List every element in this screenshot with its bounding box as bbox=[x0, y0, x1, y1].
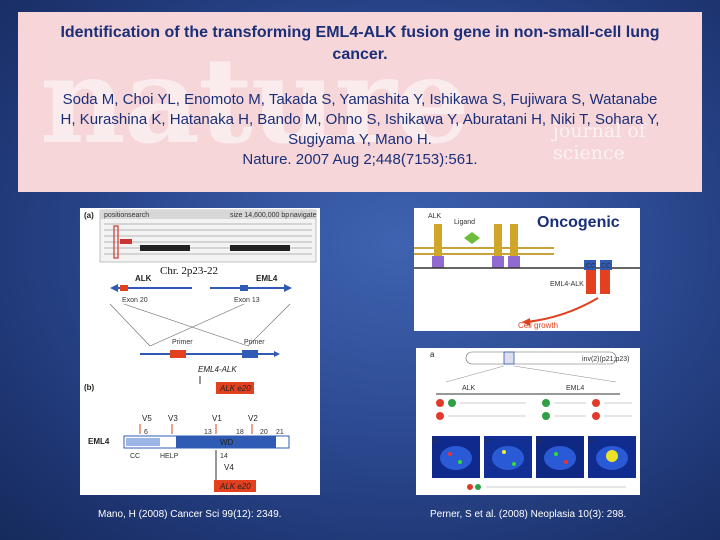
fish-label-d: d bbox=[538, 438, 542, 445]
cc-domain-1: CC bbox=[586, 263, 596, 270]
alk-gene-label: ALK bbox=[135, 274, 152, 283]
fish-svg: a inv(2)(p21;p23) ALK EML4 b c d e bbox=[430, 350, 636, 490]
exon14-label: 14 bbox=[220, 453, 228, 460]
fusion-label: EML4-ALK bbox=[198, 365, 237, 374]
oncogenic-label: Oncogenic bbox=[537, 214, 620, 231]
exon-number-21: 21 bbox=[276, 429, 284, 436]
figure-fish-analysis: a inv(2)(p21;p23) ALK EML4 b c d e bbox=[416, 348, 640, 495]
alk-e20-label: ALK e20 bbox=[219, 384, 251, 393]
figure-eml4-alk-schematic: (a) positionsearch size 14,600,000 bp na… bbox=[80, 208, 320, 495]
variant-v4: V4 bbox=[224, 463, 234, 472]
genome-tracks bbox=[104, 223, 312, 255]
exon-number-13: 13 bbox=[204, 429, 212, 436]
chromosome-label: Chr. 2p23-22 bbox=[160, 265, 218, 277]
exon-number-6: 6 bbox=[144, 429, 148, 436]
exon-number-18: 18 bbox=[236, 429, 244, 436]
alk-exon-label: Exon 20 bbox=[122, 297, 148, 304]
fish-panel-a: a bbox=[430, 350, 435, 359]
nature-watermark: nature bbox=[40, 31, 470, 170]
eml4-gene-label: EML4 bbox=[256, 274, 278, 283]
figure-oncogenic-signaling: ALK Ligand CC CC EML4-ALK Cell growth bbox=[414, 208, 640, 331]
fish-eml4-label: EML4 bbox=[566, 385, 584, 392]
schematic-svg: (a) positionsearch size 14,600,000 bp na… bbox=[84, 209, 317, 492]
toolbar-size: size 14,600,000 bp bbox=[230, 212, 289, 219]
article-header: nature journal of science Identification… bbox=[18, 12, 702, 192]
cell-growth-label: Cell growth bbox=[518, 321, 558, 330]
left-figure-caption: Mano, H (2008) Cancer Sci 99(12): 2349. bbox=[98, 509, 282, 520]
author-list: Soda M, Choi YL, Enomoto M, Takada S, Ya… bbox=[60, 91, 660, 148]
exon-number-20: 20 bbox=[260, 429, 268, 436]
variant-v5: V5 bbox=[142, 414, 152, 423]
signaling-svg: ALK Ligand CC CC EML4-ALK Cell growth bbox=[414, 213, 640, 330]
variant-markers: V5 V3 V1 V2 bbox=[139, 414, 258, 434]
ligand-label: Ligand bbox=[454, 219, 475, 226]
primer-left-label: Primer bbox=[172, 339, 193, 346]
primer-right-label: Primer bbox=[244, 339, 265, 346]
citation: Nature. 2007 Aug 2;448(7153):561. bbox=[242, 151, 478, 168]
toolbar-navigate: navigate bbox=[290, 212, 317, 219]
fusion-protein-label: EML4-ALK bbox=[550, 281, 584, 288]
fish-label-c: c bbox=[486, 438, 490, 445]
chrom-label: inv(2)(p21;p23) bbox=[582, 356, 629, 363]
chromosome-ideogram bbox=[465, 351, 617, 365]
alk-e20-box bbox=[216, 382, 254, 394]
fish-alk-label: ALK bbox=[462, 385, 476, 392]
article-title: Identification of the transforming EML4-… bbox=[60, 24, 660, 63]
alk-e20-bottom-label: ALK e20 bbox=[219, 482, 251, 491]
eml4-bar-label: EML4 bbox=[88, 437, 110, 446]
watermark-subtitle: journal of science bbox=[553, 120, 646, 164]
toolbar-search: positionsearch bbox=[104, 212, 149, 219]
cc-domain-label: CC bbox=[130, 453, 140, 460]
panel-b-label: (b) bbox=[84, 383, 95, 392]
alk-receptor-label: ALK bbox=[428, 213, 442, 220]
variant-v2: V2 bbox=[248, 414, 258, 423]
eml4-exon-label: Exon 13 bbox=[234, 297, 260, 304]
fish-label-e: e bbox=[590, 438, 594, 445]
variant-v3: V3 bbox=[168, 414, 178, 423]
cc-domain-2: CC bbox=[601, 263, 611, 270]
fish-label-b: b bbox=[434, 438, 438, 445]
inversion-lines bbox=[109, 303, 291, 347]
wd-domain-label: WD bbox=[220, 438, 234, 447]
variant-v1: V1 bbox=[212, 414, 222, 423]
help-domain-label: HELP bbox=[160, 453, 179, 460]
author-block: Soda M, Choi YL, Enomoto M, Takada S, Ya… bbox=[58, 90, 662, 170]
panel-a-label: (a) bbox=[84, 211, 94, 220]
right-figure-caption: Perner, S et al. (2008) Neoplasia 10(3):… bbox=[430, 509, 627, 520]
alk-e20-bottom-box bbox=[214, 480, 256, 492]
